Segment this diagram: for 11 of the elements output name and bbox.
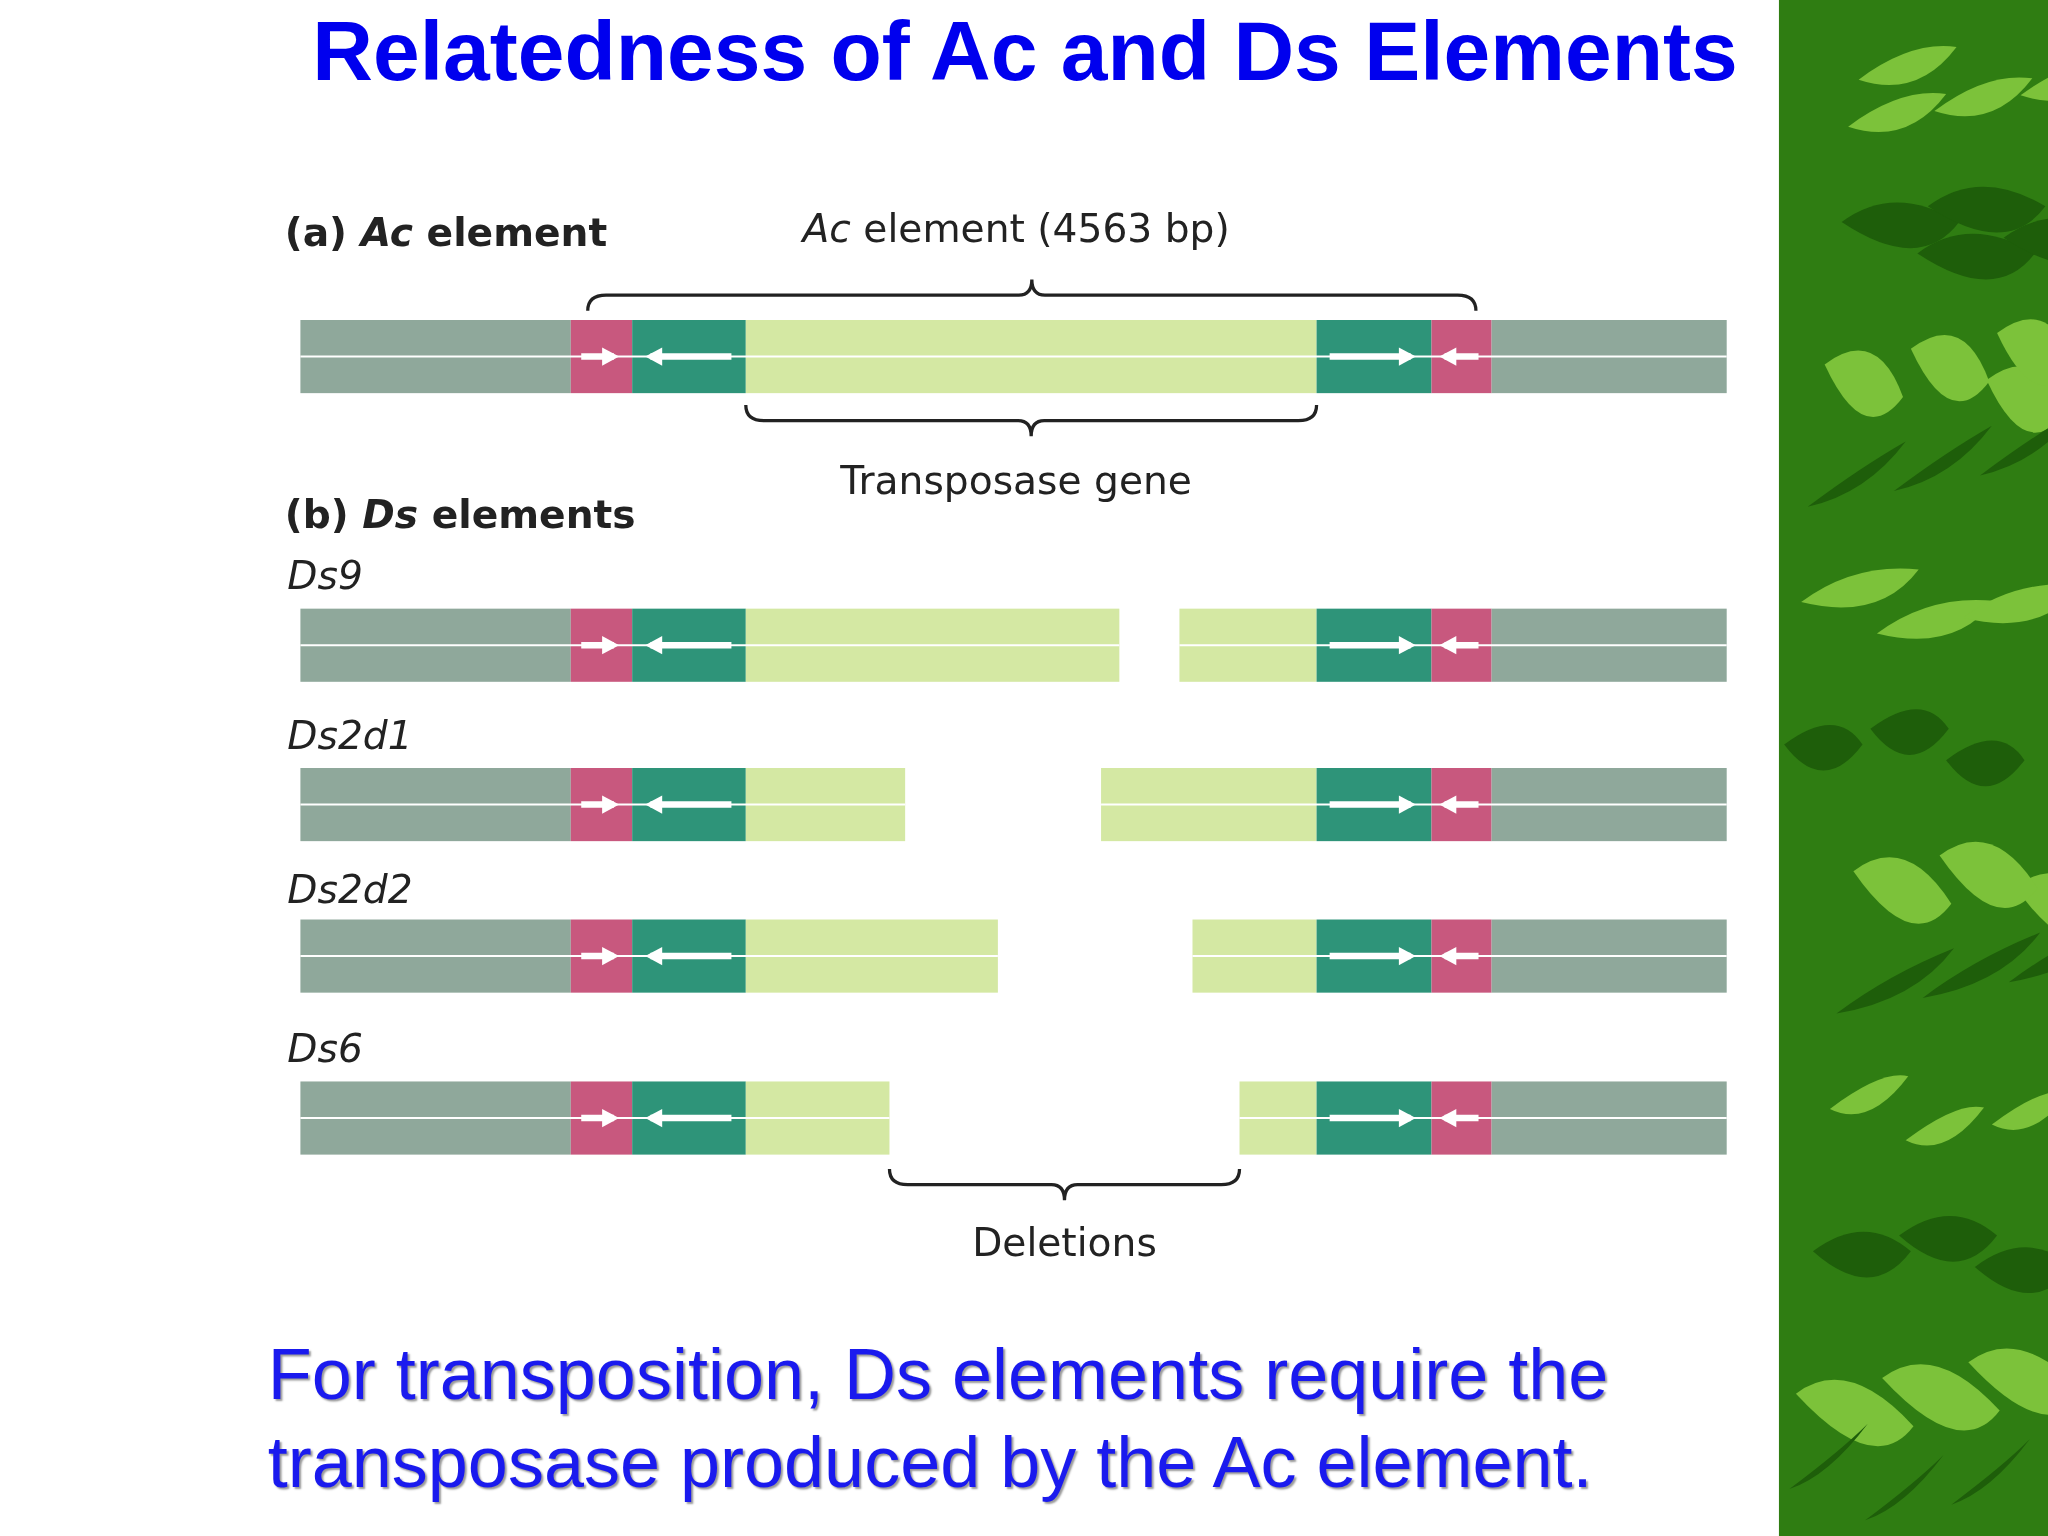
gene-label: Transposase gene [839,457,1193,505]
element-name: Ds2d2 [287,865,413,913]
panel-label: (b) Ds elements [284,491,636,539]
deletion-label: Deletions [971,1218,1158,1266]
element-name: Ds9 [287,552,363,600]
slide-title: Relatedness of Ac and Ds Elements [311,4,1739,98]
element-name: Ds6 [287,1025,363,1073]
caption: For transposition, Ds elements require the transposase produced by the Ac element. [267,1332,1610,1504]
element-size-label: Ac element (4563 bp) [799,205,1231,253]
element-name: Ds2d1 [287,711,413,759]
panel-label: (a) Ac element [284,208,608,256]
